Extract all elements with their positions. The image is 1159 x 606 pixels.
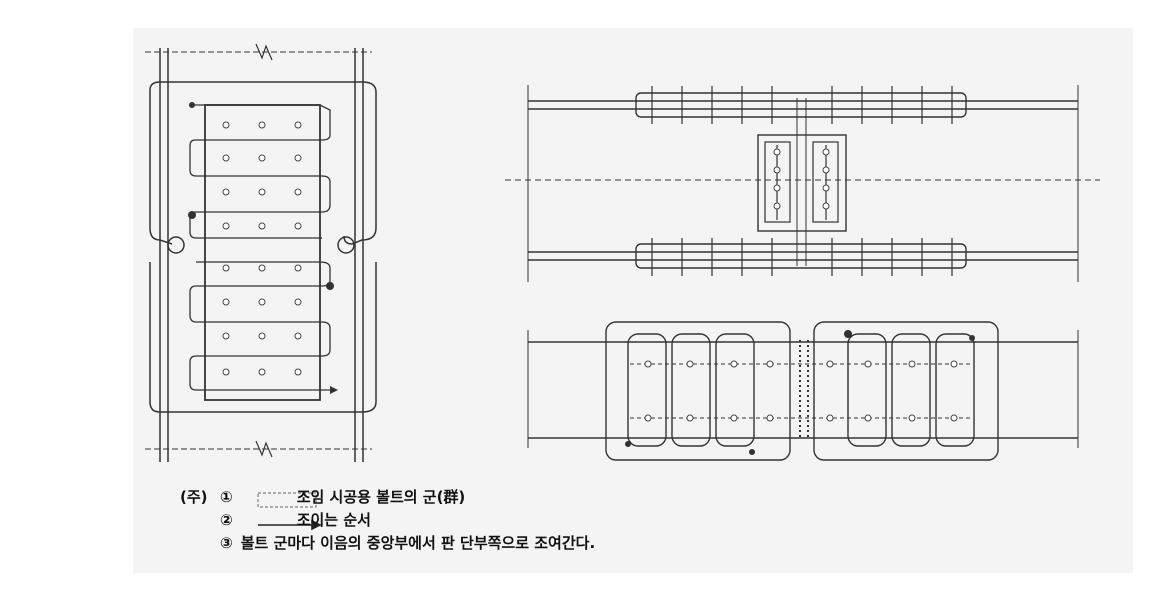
plan-bolts <box>644 360 958 422</box>
left-bolt-grid <box>222 121 302 376</box>
legend-item1-number: ① <box>220 488 233 506</box>
plan-markers <box>625 330 975 455</box>
right-elevation-view <box>505 85 1100 282</box>
legend-notes: (주) ① 조임 시공용 볼트의 군(群) ② 조이는 순서 ③ 볼트 군마다 … <box>180 486 595 555</box>
flange-bolt-marks <box>651 86 953 276</box>
legend-prefix: (주) <box>180 488 208 506</box>
legend-bolt-group-marker <box>257 492 317 508</box>
web-bolts <box>773 148 830 210</box>
left-arrow-markers <box>188 102 338 394</box>
legend-item3-text: 볼트 군마다 이음의 중앙부에서 판 단부쪽으로 조여간다. <box>240 534 596 552</box>
right-plan-view <box>527 321 1079 461</box>
legend-item3-number: ③ <box>220 534 233 552</box>
legend-row-3: ③ 볼트 군마다 이음의 중앙부에서 판 단부쪽으로 조여간다. <box>180 532 595 555</box>
legend-arrow-marker <box>258 519 322 531</box>
arrow-symbol-slot <box>237 515 293 527</box>
bolt-group-symbol-slot <box>237 492 293 504</box>
legend-item2-text: 조이는 순서 <box>296 511 371 529</box>
legend-row-1: (주) ① 조임 시공용 볼트의 군(群) <box>180 486 595 509</box>
legend-item2-number: ② <box>220 511 233 529</box>
legend-row-2: ② 조이는 순서 <box>180 509 595 532</box>
legend-item1-text: 조임 시공용 볼트의 군(群) <box>296 488 466 506</box>
